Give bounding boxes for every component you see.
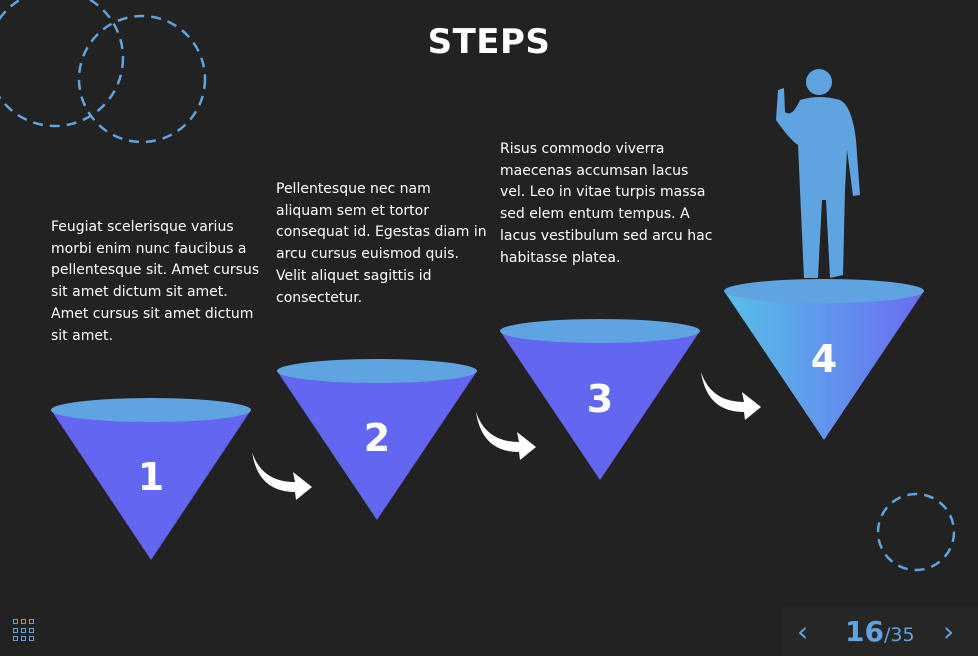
next-page-button[interactable]: ›	[943, 615, 955, 648]
current-page: 16	[845, 615, 884, 648]
decor-circle	[77, 14, 207, 144]
step-3-number: 3	[586, 377, 614, 421]
cone-1	[51, 398, 251, 560]
cone-2	[277, 359, 477, 520]
grid-menu-icon[interactable]	[13, 619, 37, 643]
cone-4	[724, 279, 924, 440]
prev-page-button[interactable]: ‹	[797, 615, 809, 648]
arrow-icon	[476, 412, 536, 460]
person-silhouette	[776, 69, 860, 278]
page-title: STEPS	[427, 22, 551, 62]
arrow-icon	[701, 372, 761, 420]
step-4-number: 4	[810, 337, 838, 381]
step-2-text: Pellentesque nec nam aliquam sem et tort…	[276, 181, 487, 306]
step-3-text: Risus commodo viverra maecenas accumsan …	[500, 141, 713, 266]
step-2-number: 2	[363, 416, 391, 460]
pagination: ‹ 16/35 ›	[783, 607, 978, 656]
total-pages: /35	[883, 624, 915, 646]
page-indicator: 16/35	[845, 615, 915, 648]
step-1-number: 1	[137, 455, 165, 499]
decor-circle	[876, 492, 956, 572]
decor-circle	[0, 0, 125, 128]
arrow-icon	[252, 452, 312, 500]
step-1-text: Feugiat scelerisque varius morbi enim nu…	[51, 219, 260, 344]
cone-3	[500, 319, 700, 480]
